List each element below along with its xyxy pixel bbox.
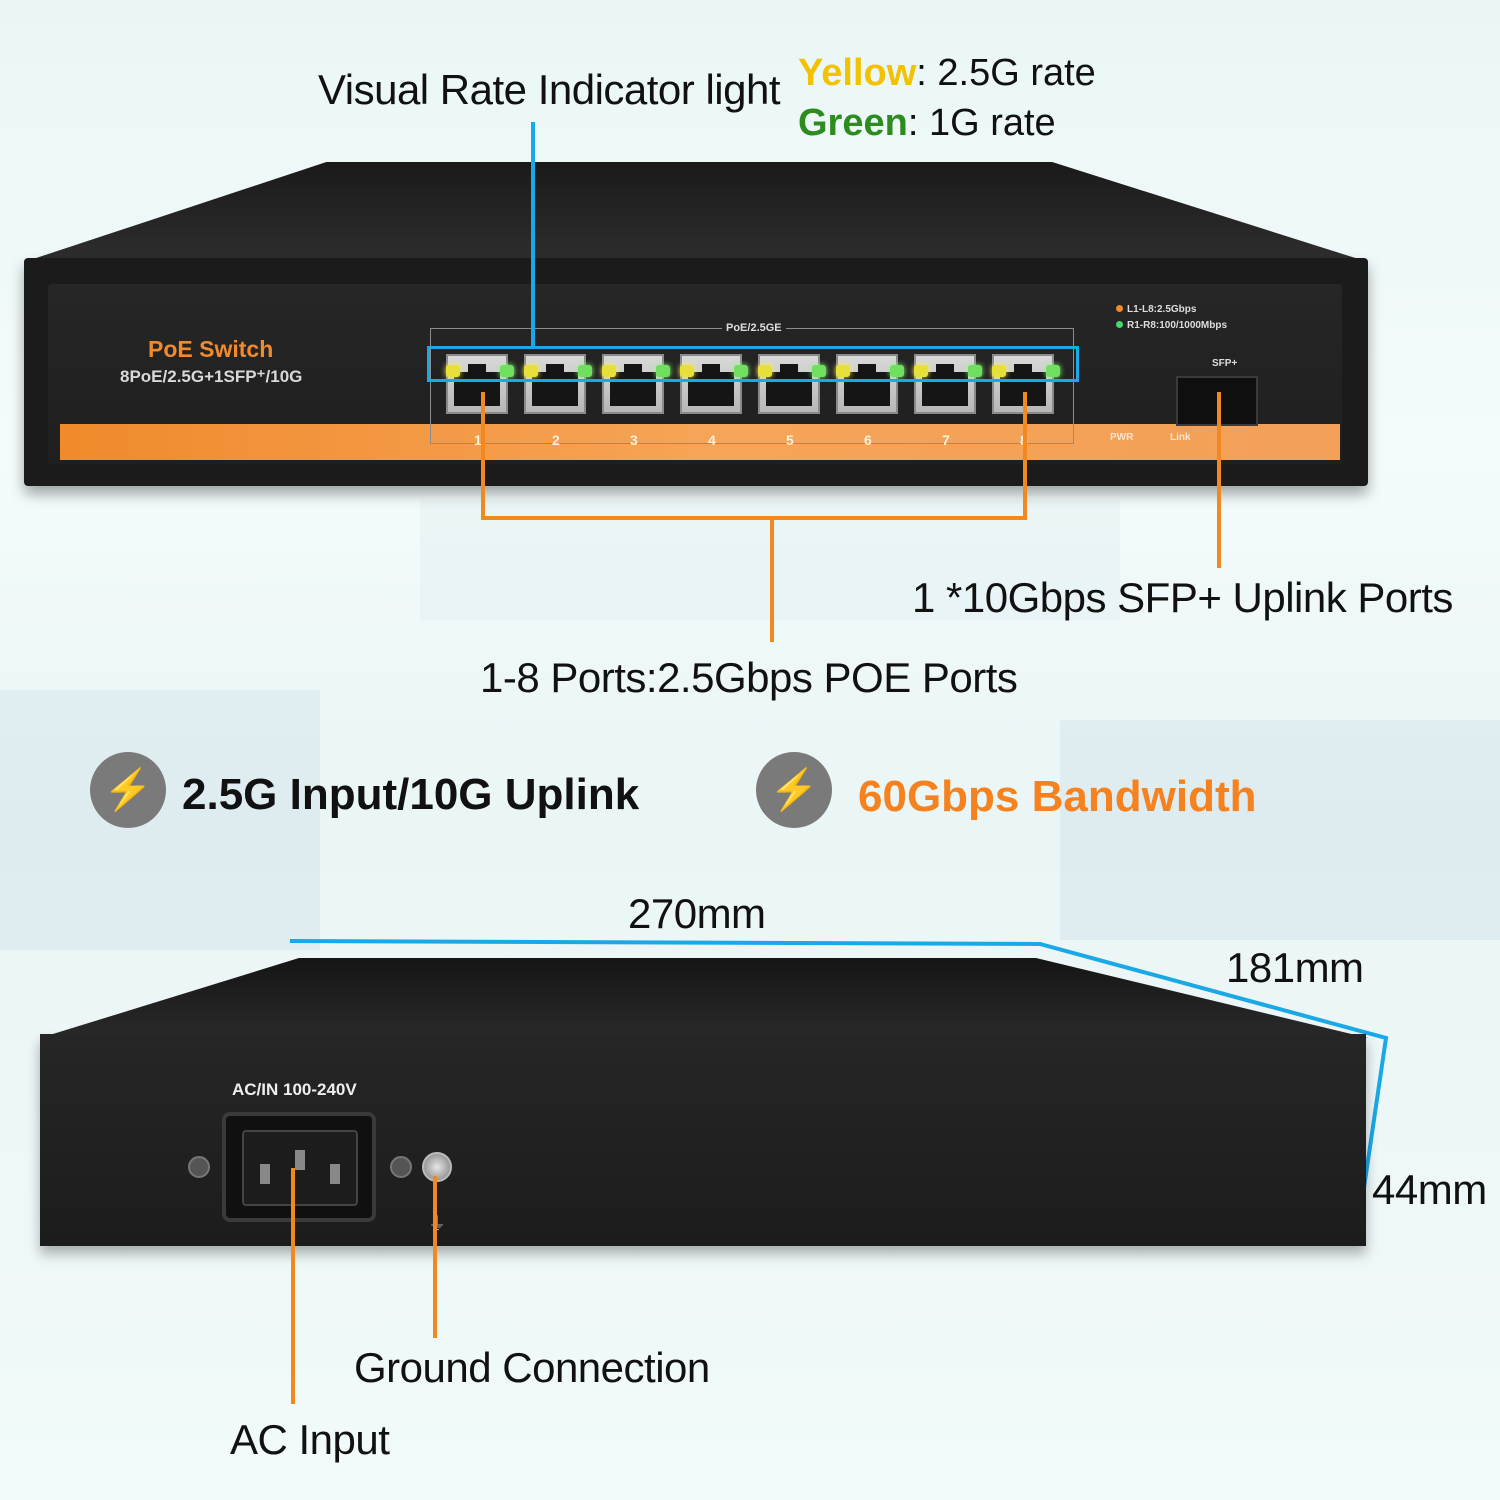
ethernet-port-6 [836,354,898,414]
socket-inner [242,1130,358,1206]
led-yellow [602,365,616,377]
orange-dot-icon [1116,305,1123,312]
device-led-legend: L1-L8:2.5Gbps R1-R8:100/1000Mbps [1116,302,1227,334]
dimension-depth: 181mm [1226,944,1364,991]
led-yellow [680,365,694,377]
ethernet-port-4 [680,354,742,414]
ports-leader-line [770,516,774,642]
ground-leader-line [433,1176,437,1338]
ports-bracket-bottom [481,516,1027,520]
screw-icon [188,1156,210,1178]
legend-yellow-word: Yellow [798,52,917,94]
socket-pin [260,1164,270,1184]
legend-green: Green: 1G rate [798,98,1096,148]
led-green [734,365,748,377]
lightning-bolt-icon: ⚡ [90,752,166,828]
sfp-callout: 1 *10Gbps SFP+ Uplink Ports [912,574,1453,621]
ethernet-port-5 [758,354,820,414]
ground-screw-icon [422,1152,452,1182]
led-green [1046,365,1060,377]
ground-callout: Ground Connection [354,1344,710,1391]
link-label: Link [1170,432,1191,443]
led-green [968,365,982,377]
sfp-label: SFP+ [1212,358,1238,369]
device-led-legend-line: R1-R8:100/1000Mbps [1116,318,1227,334]
led-yellow [914,365,928,377]
front-orange-strip [60,424,1340,460]
power-label: AC/IN 100-240V [232,1080,357,1099]
ethernet-port-7 [914,354,976,414]
device-led-legend-text: L1-L8:2.5Gbps [1127,304,1197,315]
led-yellow [836,365,850,377]
ac-input-callout: AC Input [230,1416,390,1463]
ethernet-port-3 [602,354,664,414]
indicator-callout: Visual Rate Indicator light [318,66,781,113]
device-led-legend-text: R1-R8:100/1000Mbps [1127,320,1228,331]
port-group-label: PoE/2.5GE [722,322,786,334]
port-number: 3 [630,432,638,448]
ports-bracket-left [481,392,485,520]
green-dot-icon [1116,321,1123,328]
background-block [1060,720,1500,940]
feature-uplink: 2.5G Input/10G Uplink [182,770,640,819]
ac-leader-line [291,1168,295,1404]
legend-yellow: Yellow: 2.5G rate [798,48,1096,98]
power-socket [222,1112,376,1222]
socket-pin [330,1164,340,1184]
led-yellow [524,365,538,377]
feature-bandwidth: 60Gbps Bandwidth [858,772,1257,821]
pwr-label: PWR [1110,432,1134,443]
port-number: 4 [708,432,716,448]
ethernet-port-1 [446,354,508,414]
indicator-leader-line [531,122,535,348]
legend-green-word: Green [798,102,908,144]
brand-title: PoE Switch [148,336,274,362]
dimension-width: 270mm [628,890,766,937]
dimension-height: 44mm [1372,1166,1487,1213]
model-label: 8PoE/2.5G+1SFP⁺/10G [120,367,303,386]
indicator-highlight-box [427,346,1079,382]
led-green [812,365,826,377]
sfp-leader-line [1217,392,1221,568]
port-number: 2 [552,432,560,448]
ethernet-port-2 [524,354,586,414]
led-green [500,365,514,377]
socket-pin [295,1150,305,1170]
ground-symbol-icon: ⏚ [428,1214,446,1234]
screw-icon [390,1156,412,1178]
port-number: 7 [942,432,950,448]
rate-legend: Yellow: 2.5G rate Green: 1G rate [798,48,1096,148]
port-number: 6 [864,432,872,448]
background-block [0,690,320,950]
port-number: 5 [786,432,794,448]
poe-ports-callout: 1-8 Ports:2.5Gbps POE Ports [480,654,1018,701]
led-yellow [446,365,460,377]
lightning-bolt-icon: ⚡ [756,752,832,828]
port-number: 1 [474,432,482,448]
led-green [890,365,904,377]
led-green [656,365,670,377]
width-depth-line [289,939,1389,1243]
led-green [578,365,592,377]
legend-yellow-text: : 2.5G rate [916,52,1096,94]
ports-bracket-right [1023,392,1027,520]
led-yellow [992,365,1006,377]
led-yellow [758,365,772,377]
device-led-legend-line: L1-L8:2.5Gbps [1116,302,1227,318]
legend-green-text: : 1G rate [907,102,1056,144]
